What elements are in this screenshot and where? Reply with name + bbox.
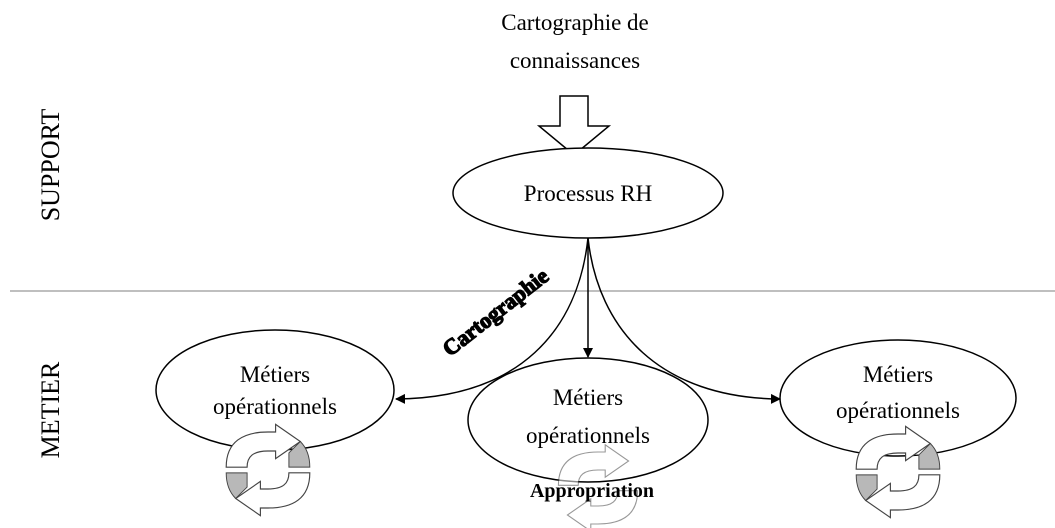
- metier-node-center-line2: opérationnels: [526, 423, 650, 448]
- metier-zone-label: METIER: [36, 361, 65, 458]
- support-zone-label: SUPPORT: [36, 109, 65, 222]
- metier-node-right: Métiers opérationnels: [779, 339, 1017, 457]
- top-label-line1: Cartographie de: [501, 10, 649, 35]
- metier-node-center-line1: Métiers: [553, 385, 623, 410]
- metier-node-right-line2: opérationnels: [836, 398, 960, 423]
- appropriation-label: Appropriation: [530, 480, 654, 502]
- cycle-icon-left: [225, 423, 311, 517]
- processus-rh-label: Processus RH: [524, 181, 652, 206]
- metier-node-left: Métiers opérationnels: [155, 329, 395, 451]
- metier-node-center: Métiers opérationnels: [467, 357, 709, 483]
- down-arrow-icon: [536, 95, 612, 156]
- metier-node-right-line1: Métiers: [863, 362, 933, 387]
- cartographie-edge-label: Cartographie: [438, 263, 554, 361]
- processus-rh-node: Processus RH: [452, 147, 724, 239]
- cycle-icon-right: [855, 425, 941, 519]
- top-label-line2: connaissances: [510, 48, 640, 73]
- arrow-to-left-metier: [395, 237, 589, 404]
- metier-node-left-line1: Métiers: [240, 362, 310, 387]
- metier-node-left-line2: opérationnels: [213, 394, 337, 419]
- arrow-to-right-metier: [587, 237, 781, 404]
